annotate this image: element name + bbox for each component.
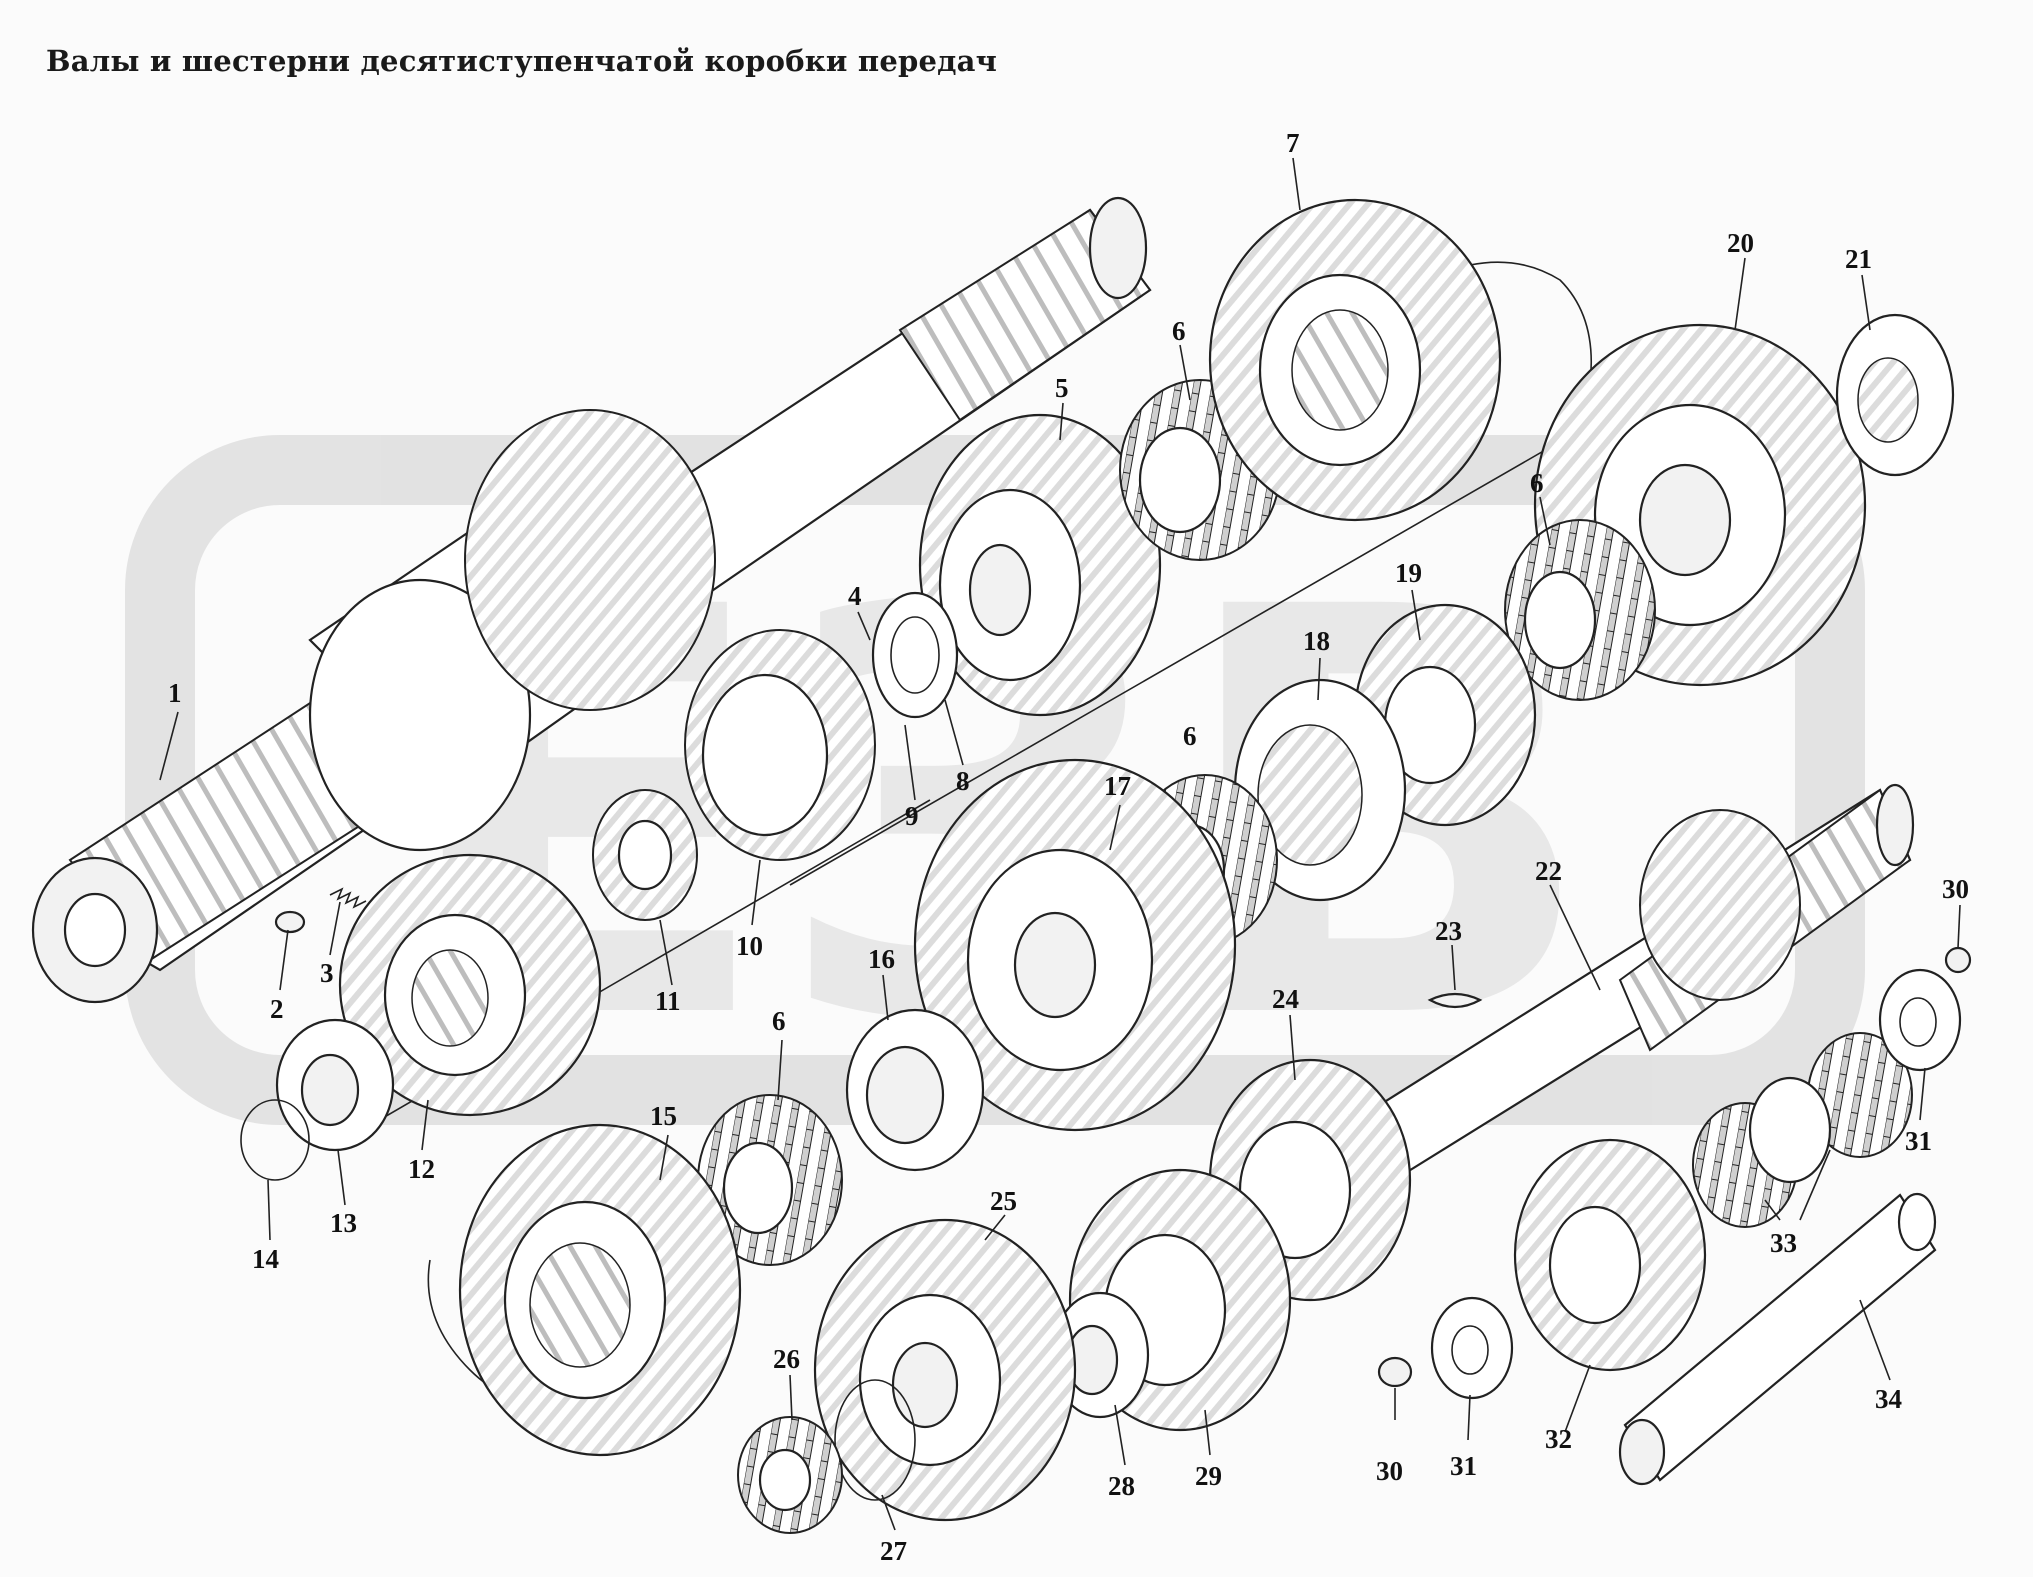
- callout-21: 21: [1845, 244, 1872, 274]
- needle-bearing-6-lower: [697, 1094, 843, 1266]
- callout-6d: 6: [772, 1006, 786, 1036]
- callout-8: 8: [956, 766, 970, 796]
- washer-11: [592, 789, 698, 921]
- callout-30-lower: 30: [1376, 1456, 1403, 1486]
- washer-31-upper: [1878, 968, 1962, 1072]
- callout-18: 18: [1303, 626, 1330, 656]
- callout-14: 14: [252, 1244, 279, 1274]
- callout-labels: 1 2 3 4 5 6 6 6 6 7 8 9 10 11 12 13 14 1…: [168, 128, 1969, 1566]
- callout-6c: 6: [1183, 721, 1197, 751]
- plug-30-lower: [1377, 1356, 1413, 1388]
- ball-bearing-13: [275, 1018, 395, 1152]
- callout-31-lower: 31: [1450, 1451, 1477, 1481]
- synchronizer-hub-12: [338, 853, 602, 1117]
- callout-27: 27: [880, 1536, 907, 1566]
- callout-11: 11: [655, 986, 681, 1016]
- key-2: [274, 910, 306, 934]
- callout-19: 19: [1395, 558, 1422, 588]
- roller-bearing-26: [737, 1416, 843, 1534]
- key-23: [1427, 992, 1483, 1009]
- callout-24: 24: [1272, 984, 1299, 1014]
- callout-32: 32: [1545, 1424, 1572, 1454]
- callout-25: 25: [990, 1186, 1017, 1216]
- plug-30-upper: [1944, 946, 1972, 974]
- callout-22: 22: [1535, 856, 1562, 886]
- spring-3: [329, 887, 367, 909]
- callout-20: 20: [1727, 228, 1754, 258]
- callout-16: 16: [868, 944, 895, 974]
- callout-2: 2: [270, 994, 284, 1024]
- callout-10: 10: [736, 931, 763, 961]
- callout-23: 23: [1435, 916, 1462, 946]
- callout-15: 15: [650, 1101, 677, 1131]
- primary-shaft: [31, 196, 1152, 1004]
- callout-4: 4: [848, 581, 862, 611]
- washer-21: [1835, 313, 1955, 477]
- gear-5: [918, 413, 1162, 717]
- reverse-axle-34: [1618, 1192, 1937, 1486]
- callout-6b: 6: [1530, 468, 1544, 498]
- synchronizer-7: [1208, 198, 1502, 522]
- callout-3: 3: [320, 958, 334, 988]
- callout-9: 9: [905, 801, 919, 831]
- callout-17: 17: [1104, 771, 1131, 801]
- callout-12: 12: [408, 1154, 435, 1184]
- bearing-ring-8: [871, 591, 959, 719]
- gear-17: [913, 758, 1237, 1132]
- synchronizer-ring-10: [684, 629, 876, 861]
- callout-6a: 6: [1172, 316, 1186, 346]
- callout-31-upper: 31: [1905, 1126, 1932, 1156]
- bush-16: [845, 1008, 985, 1172]
- gear-32: [1513, 1138, 1707, 1372]
- callout-7: 7: [1286, 128, 1300, 158]
- callout-5: 5: [1055, 373, 1069, 403]
- callout-13: 13: [330, 1208, 357, 1238]
- gear-25: [813, 1218, 1077, 1522]
- callout-28: 28: [1108, 1471, 1135, 1501]
- callout-29: 29: [1195, 1461, 1222, 1491]
- gear-15: [458, 1123, 742, 1457]
- snap-ring-14: [240, 1099, 310, 1181]
- washer-31-lower: [1430, 1296, 1514, 1400]
- snap-ring-27: [834, 1379, 916, 1501]
- diagram-title: Валы и шестерни десятиступенчатой коробк…: [46, 44, 998, 78]
- callout-34: 34: [1875, 1384, 1902, 1414]
- callout-26: 26: [773, 1344, 800, 1374]
- callout-1: 1: [168, 678, 182, 708]
- leader-lines: [159, 157, 1961, 1531]
- callout-30-upper: 30: [1942, 874, 1969, 904]
- needle-bearing-6-right: [1504, 519, 1656, 701]
- intermediate-shaft-22: [1338, 783, 1915, 1197]
- callout-33: 33: [1770, 1228, 1797, 1258]
- needle-bearing-33: [1692, 1032, 1913, 1228]
